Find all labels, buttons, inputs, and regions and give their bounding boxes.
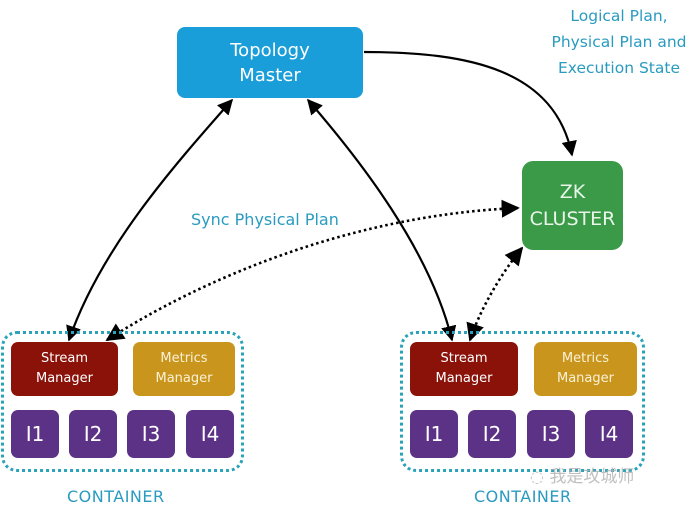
stream-manager-line2: Manager [36,371,93,386]
watermark: ◌ 我是攻城师 [530,462,634,487]
state-annotation: Logical Plan, Physical Plan and Executio… [540,3,698,81]
topology-master-node: Topology Master [177,27,363,98]
instance-box: I4 [186,410,234,458]
instance-box: I1 [11,410,59,458]
zk-line1: ZK [559,180,586,203]
instance-box: I1 [410,410,458,458]
arrow-tm-to-zk [363,50,577,157]
zk-cluster-node: ZK CLUSTER [522,161,623,250]
metrics-manager-line1: Metrics [160,351,208,366]
metrics-manager-line2: Manager [557,371,614,386]
container-left-label: CONTAINER [67,487,165,506]
stream-manager-line1: Stream [40,351,89,366]
state-note-line3: Execution State [557,59,681,77]
container-right-label: CONTAINER [474,487,572,506]
state-note-line2: Physical Plan and [551,33,687,51]
stream-manager-line2: Manager [435,371,493,386]
topology-master-line1: Topology [230,39,310,61]
zk-line2: CLUSTER [529,207,616,230]
stream-manager-line1: Stream [440,351,488,366]
container-left [1,331,244,472]
container-right [400,331,645,472]
metrics-manager-line1: Metrics [561,351,610,366]
metrics-manager-right: Metrics Manager [534,342,637,396]
instance-box: I3 [527,410,575,458]
stream-manager-right: Stream Manager [410,342,518,396]
metrics-manager-line2: Manager [155,371,213,386]
wechat-icon: ◌ [530,467,544,486]
instance-box: I3 [127,410,175,458]
instance-box: I2 [468,410,516,458]
instance-box: I4 [585,410,633,458]
metrics-manager-left: Metrics Manager [133,342,235,396]
state-note-line1: Logical Plan, [570,7,668,25]
arrow-sync-zk-sm-left [105,199,520,342]
instance-box: I2 [69,410,117,458]
topology-master-line2: Master [239,64,301,86]
arrow-zk-sm-right [466,246,524,342]
watermark-text: 我是攻城师 [549,467,635,487]
stream-manager-left: Stream Manager [11,342,118,396]
sync-annotation: Sync Physical Plan [191,210,339,229]
